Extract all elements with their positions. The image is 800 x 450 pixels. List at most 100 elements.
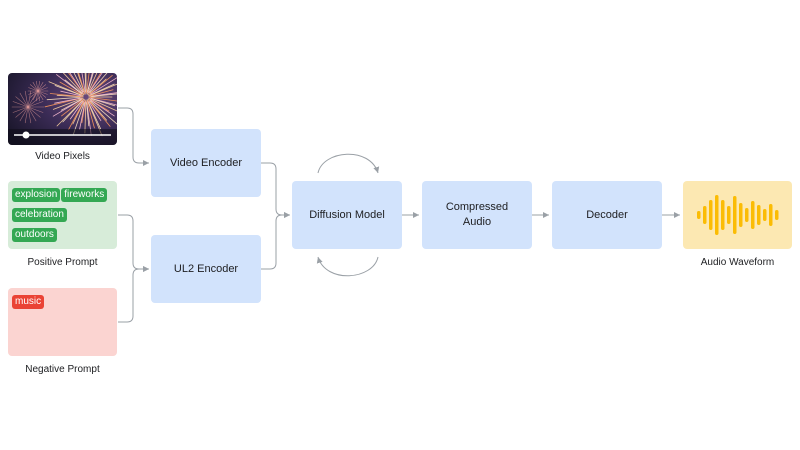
firework-streak (88, 97, 117, 112)
diffusion-model-node: Diffusion Model (292, 181, 402, 249)
firework-streak (54, 97, 82, 104)
firework-streak (86, 73, 98, 95)
firework-streak (88, 73, 103, 94)
waveform-bar (703, 206, 707, 224)
firework-streak (37, 84, 47, 92)
firework-streak (35, 80, 39, 92)
firework-streak (78, 73, 86, 94)
ul2-encoder-node: UL2 Encoder (151, 235, 261, 303)
firework-streak (27, 106, 37, 122)
firework-streak (32, 90, 39, 101)
firework-streak (15, 96, 29, 108)
firework-streak (61, 98, 84, 117)
firework-streak (28, 87, 39, 92)
firework-streak (37, 87, 48, 92)
firework-streak (86, 102, 90, 127)
waveform-bar (769, 204, 773, 226)
audio-waveform-box (683, 181, 792, 249)
firework-streak (91, 98, 116, 107)
firework-streak (29, 84, 39, 92)
loop-arrow-icon (316, 256, 379, 277)
edge-video-to-video-encoder (118, 107, 149, 166)
prompt-chip: celebration (12, 208, 67, 222)
waveform-bar (763, 209, 767, 221)
firework-streak (28, 90, 39, 95)
firework-streak (37, 90, 44, 101)
firework-streak (89, 89, 114, 97)
firework-streak (88, 83, 117, 97)
waveform-bar (721, 200, 725, 230)
firework-streak (89, 73, 108, 93)
firework-streak (37, 90, 41, 102)
firework-streak (84, 99, 87, 134)
firework-streak (91, 83, 115, 95)
firework-streak (56, 98, 85, 127)
firework-streak (27, 106, 44, 113)
firework-streak (91, 93, 117, 97)
firework-streak (68, 100, 85, 130)
edge-video-encoder-to-diffusion (261, 162, 290, 218)
firework-streak (79, 101, 86, 130)
firework-streak (37, 90, 48, 95)
firework-streak (12, 106, 29, 113)
waveform-bar (775, 210, 779, 220)
negative-prompt-box: music (8, 288, 117, 356)
waveform-bar (739, 203, 743, 227)
prompt-chip: explosion (12, 188, 61, 202)
firework-streak (89, 97, 117, 102)
negative-chip-list: music (12, 291, 113, 311)
firework-streak (81, 73, 86, 93)
prompt-chip: music (12, 295, 45, 309)
waveform-bar (757, 205, 761, 225)
firework-streak (37, 80, 41, 92)
firework-streak (52, 97, 84, 110)
firework-streak (29, 90, 39, 98)
firework-streak (12, 101, 29, 108)
loop-arrow-icon (317, 153, 380, 174)
waveform-bar (751, 201, 755, 229)
firework-streak (27, 101, 44, 108)
edge-positive-to-ul2 (118, 214, 149, 272)
firework-streak (46, 96, 81, 101)
firework-streak (37, 82, 44, 92)
negative-prompt-caption: Negative Prompt (25, 364, 100, 375)
firework-streak (69, 100, 84, 120)
firework-streak (27, 96, 41, 108)
firework-streak (24, 90, 29, 108)
firework-streak (27, 92, 37, 108)
video-thumbnail (8, 73, 117, 145)
firework-streak (37, 90, 47, 98)
firework-streak (27, 106, 41, 118)
firework-streak (56, 74, 83, 95)
firework-streak (86, 73, 90, 94)
audio-waveform-caption: Audio Waveform (700, 257, 775, 268)
firework-streak (48, 81, 84, 97)
prompt-chip: fireworks (61, 188, 108, 202)
positive-prompt-caption: Positive Prompt (27, 257, 98, 268)
compressed-audio-node: Compressed Audio (422, 181, 532, 249)
firework-streak (49, 93, 83, 98)
firework-streak (88, 99, 111, 127)
firework-streak (60, 99, 82, 111)
firework-streak (24, 106, 29, 124)
firework-streak (15, 106, 29, 118)
prompt-chip: outdoors (12, 228, 57, 242)
firework-streak (89, 77, 117, 95)
fireworks-thumbnail (8, 73, 117, 145)
firework-streak (64, 79, 82, 94)
firework-streak (62, 73, 85, 96)
firework-streak (86, 100, 95, 129)
waveform-icon (697, 195, 779, 235)
firework-streak (90, 100, 117, 125)
firework-streak (88, 75, 113, 95)
waveform-bar (727, 206, 731, 224)
firework-streak (19, 92, 29, 108)
firework-streak (32, 82, 39, 92)
firework-streak (88, 100, 102, 122)
video-pixels-caption: Video Pixels (35, 151, 90, 162)
firework-streak (73, 73, 84, 93)
waveform-bar (733, 196, 737, 234)
